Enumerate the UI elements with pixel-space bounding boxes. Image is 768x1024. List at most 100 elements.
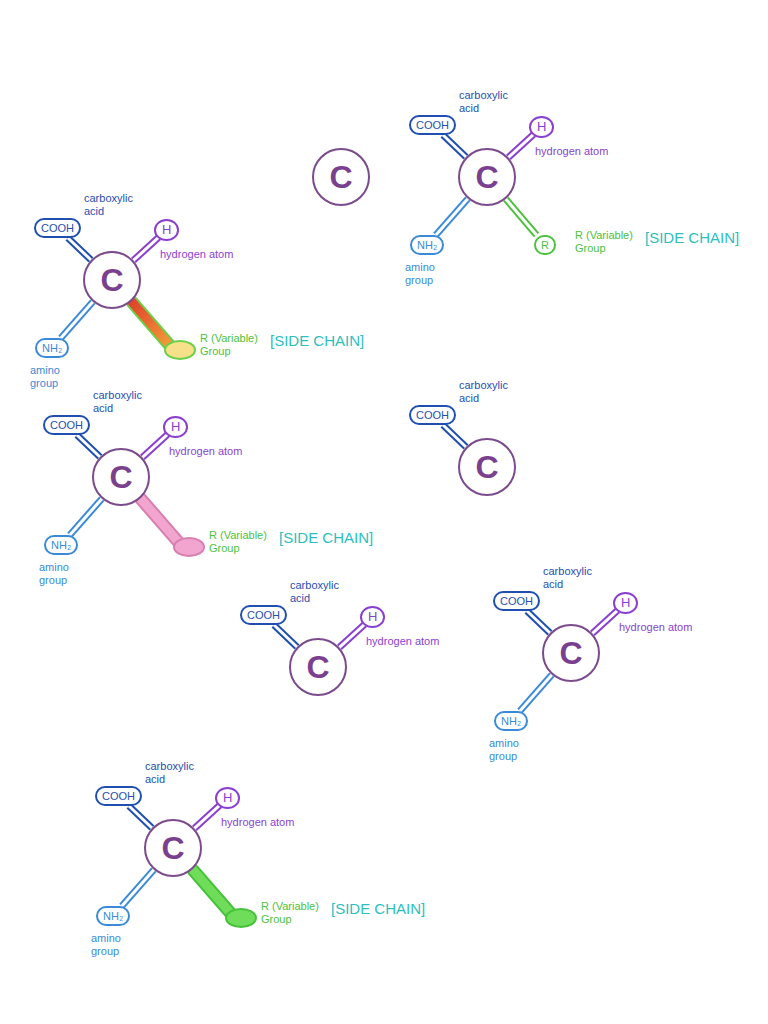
side-chain-note: [SIDE CHAIN] (645, 229, 739, 246)
bond-line (274, 625, 297, 647)
bond-stick (129, 806, 152, 828)
bond-line (77, 435, 100, 457)
hydrogen-group: H (154, 219, 179, 241)
group-text: H (171, 419, 180, 434)
part-label: amino group (405, 261, 447, 287)
bond-line (70, 499, 102, 535)
bond-line (520, 675, 552, 711)
bond-stick (506, 199, 537, 235)
bond-stick (520, 675, 552, 711)
bond-stick (443, 425, 466, 447)
carbon-atom: C (289, 638, 347, 696)
bond-line (129, 806, 152, 828)
bond-stick (443, 135, 466, 157)
bond-line (68, 238, 91, 260)
group-text: R (541, 239, 549, 251)
bond-stick (436, 199, 468, 235)
carbon-atom: C (312, 148, 370, 206)
carboxyl-group: COOH (95, 786, 142, 806)
carboxyl-group: COOH (240, 605, 287, 625)
part-label: amino group (91, 932, 133, 958)
bond-line (122, 870, 154, 906)
side-chain-note: [SIDE CHAIN] (279, 529, 373, 546)
side-chain-blob (193, 870, 256, 927)
group-text: COOH (247, 609, 280, 621)
part-label: amino group (489, 737, 531, 763)
group-text: NH₂ (103, 910, 123, 922)
bond-line (339, 624, 364, 647)
carboxyl-group: COOH (34, 218, 81, 238)
bond-stick (508, 134, 533, 157)
amino-group: NH₂ (494, 711, 528, 731)
part-label: R (Variable) Group (209, 529, 275, 555)
part-label: hydrogen atom (221, 816, 294, 829)
bond-stick (592, 610, 617, 633)
bond-line (61, 302, 93, 338)
group-text: C (475, 451, 498, 483)
group-text: C (559, 637, 582, 669)
group-text: COOH (41, 222, 74, 234)
bond-line (506, 199, 537, 235)
part-label: R (Variable) Group (575, 229, 641, 255)
side-chain-blob (141, 499, 204, 556)
group-text: C (475, 161, 498, 193)
bond-line (436, 199, 468, 235)
bond-stick (142, 434, 167, 457)
hydrogen-group: H (215, 787, 240, 809)
bond-line (443, 135, 466, 157)
amino-group: NH₂ (35, 338, 69, 358)
bond-line (70, 499, 102, 535)
carboxyl-group: COOH (493, 591, 540, 611)
part-label: hydrogen atom (366, 635, 439, 648)
amino-group: NH₂ (96, 906, 130, 926)
bond-line (122, 870, 154, 906)
group-text: H (223, 790, 232, 805)
bond-line (133, 237, 158, 260)
part-label: R (Variable) Group (200, 332, 266, 358)
group-text: H (537, 119, 546, 134)
part-label: hydrogen atom (169, 445, 242, 458)
bond-line (129, 806, 152, 828)
amino-group: NH₂ (410, 235, 444, 255)
bond-stick (527, 611, 550, 633)
bond-stick (77, 435, 100, 457)
bond-line (527, 611, 550, 633)
part-label: R (Variable) Group (261, 900, 327, 926)
bond-line (133, 237, 158, 260)
part-label: carboxylic acid (93, 389, 149, 415)
bond-line (77, 435, 100, 457)
bond-line (520, 675, 552, 711)
bond-line (194, 805, 219, 828)
bond-stick (339, 624, 364, 647)
carbon-atom: C (92, 448, 150, 506)
group-text: NH₂ (417, 239, 437, 251)
group-text: C (100, 264, 123, 296)
side-chain-blob (132, 302, 195, 359)
part-label: amino group (30, 364, 72, 390)
bond-line (508, 134, 533, 157)
group-text: C (109, 461, 132, 493)
bond-line (527, 611, 550, 633)
part-label: carboxylic acid (145, 760, 201, 786)
part-label: carboxylic acid (84, 192, 140, 218)
bond-line (436, 199, 468, 235)
group-text: COOH (416, 409, 449, 421)
group-text: NH₂ (51, 539, 71, 551)
bond-line (339, 624, 364, 647)
group-text: NH₂ (501, 715, 521, 727)
group-text: C (161, 832, 184, 864)
carboxyl-group: COOH (409, 405, 456, 425)
part-label: amino group (39, 561, 81, 587)
group-text: C (306, 651, 329, 683)
part-label: carboxylic acid (543, 565, 599, 591)
part-label: carboxylic acid (459, 89, 515, 115)
bond-stick (133, 237, 158, 260)
group-text: COOH (500, 595, 533, 607)
hydrogen-group: H (529, 116, 554, 138)
part-label: carboxylic acid (290, 579, 346, 605)
bond-line (68, 238, 91, 260)
group-text: COOH (416, 119, 449, 131)
